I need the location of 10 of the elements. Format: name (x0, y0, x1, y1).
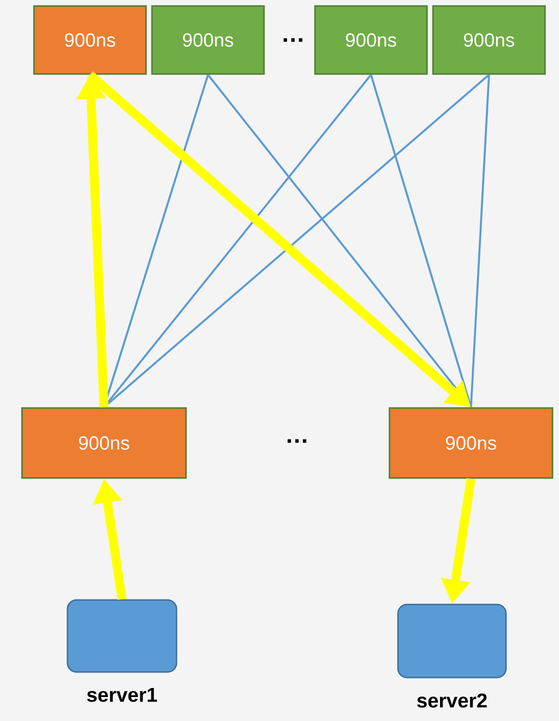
ellipsis-label: … (284, 38, 302, 42)
switch-box: 900ns (388, 407, 554, 479)
switch-box: 900ns (21, 407, 187, 479)
switch-box: 900ns (432, 5, 546, 75)
switch-box: 900ns (314, 5, 428, 75)
switch-box: 900ns (151, 5, 265, 75)
server-label: server2 (417, 693, 487, 708)
switch-box: 900ns (33, 5, 147, 75)
server-label: server1 (87, 688, 158, 702)
ellipsis-label: … (288, 439, 306, 443)
